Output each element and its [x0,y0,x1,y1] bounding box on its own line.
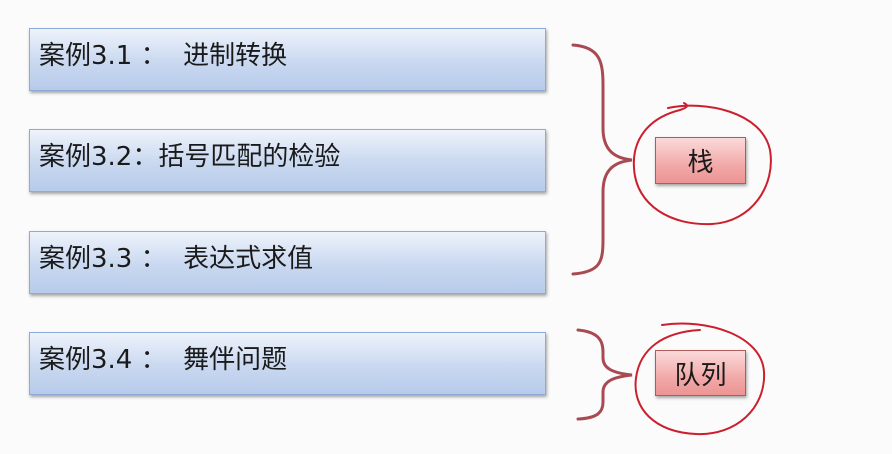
case-label-3-2: 案例3.2：括号匹配的检验 [39,142,341,172]
queue-brace [576,328,633,421]
case-box-3-1: 案例3.1 ： 进制转换 [29,28,546,91]
case-label-3-1: 案例3.1 ： 进制转换 [39,41,288,71]
stack-tag: 栈 [655,137,746,184]
case-box-3-2: 案例3.2：括号匹配的检验 [29,129,546,192]
case-box-3-3: 案例3.3 ： 表达式求值 [29,231,546,294]
stack-circle-mark [632,102,772,226]
stack-tag-label: 栈 [687,148,714,178]
queue-tag-label: 队列 [674,360,727,391]
queue-tag: 队列 [655,350,746,396]
case-label-3-3: 案例3.3 ： 表达式求值 [39,244,314,274]
queue-circle-mark [634,322,766,436]
stack-brace [571,43,633,276]
case-label-3-4: 案例3.4 ： 舞伴问题 [39,345,288,375]
case-box-3-4: 案例3.4 ： 舞伴问题 [29,332,546,395]
